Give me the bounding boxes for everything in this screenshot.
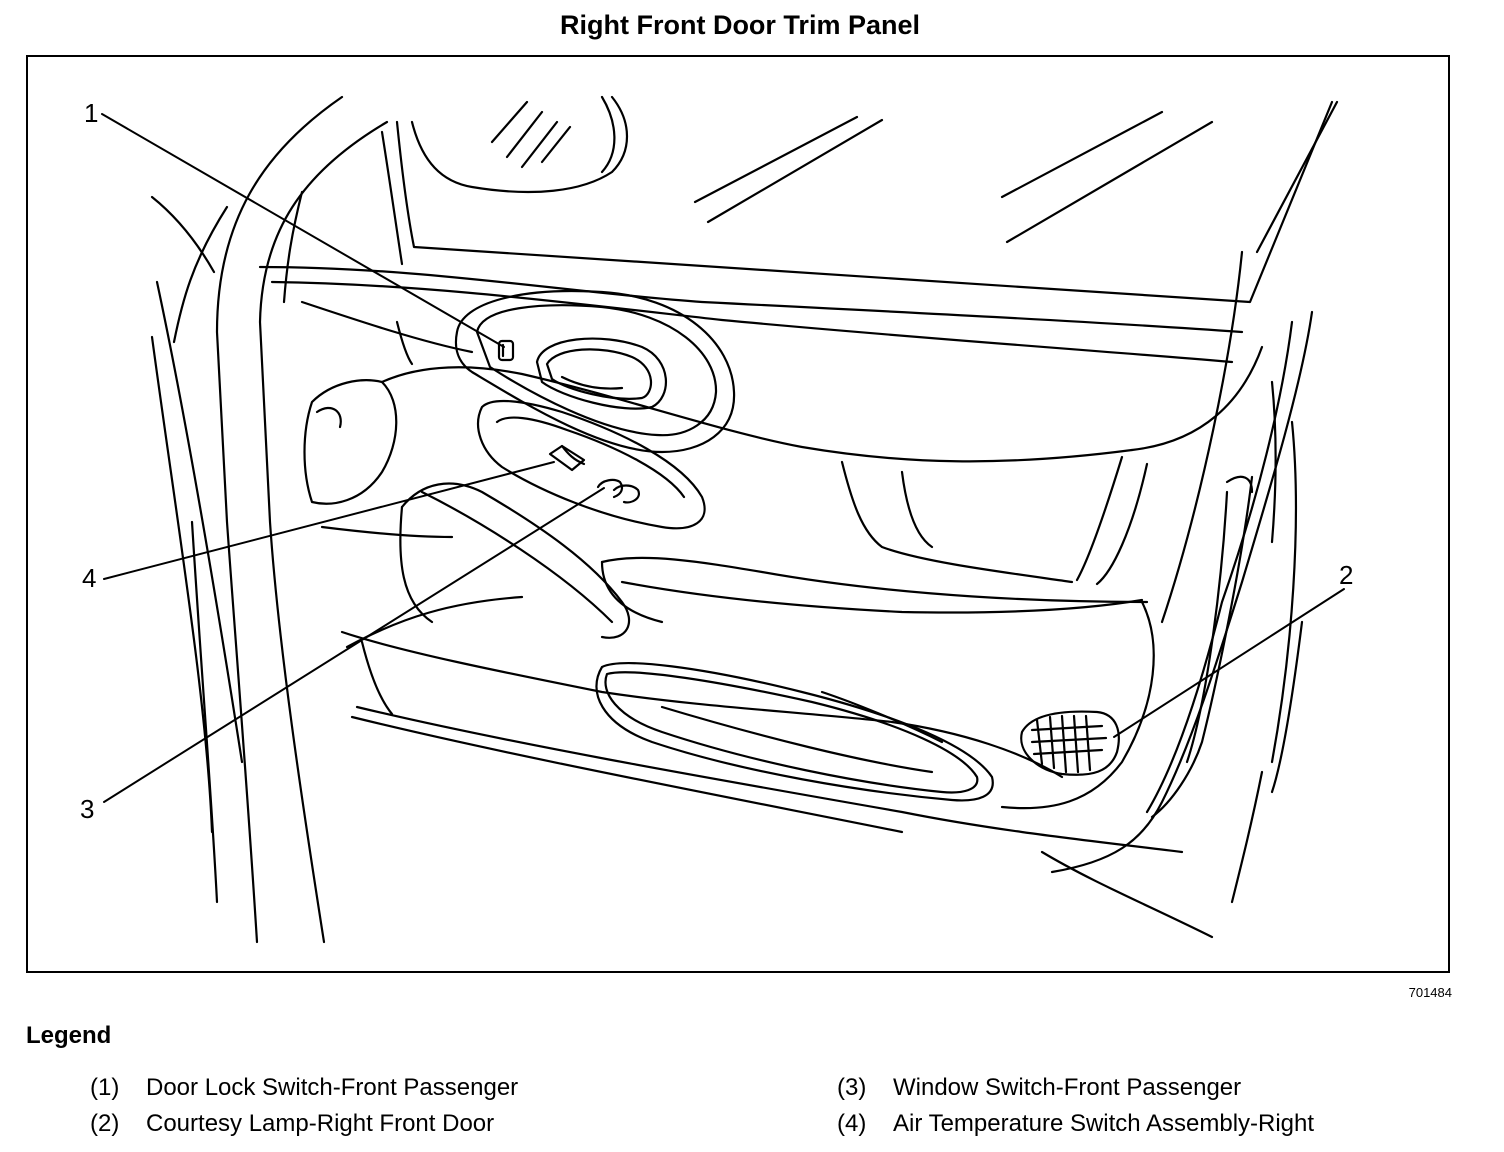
legend-item-4: (4) Air Temperature Switch Assembly-Right <box>837 1110 1314 1138</box>
diagram-title: Right Front Door Trim Panel <box>559 10 920 40</box>
legend-title: Legend <box>26 1022 112 1049</box>
legend-item-number: (1) <box>90 1074 120 1101</box>
callout-2: 2 <box>1339 560 1354 590</box>
callout-4: 4 <box>82 563 97 593</box>
legend-item-3: (3) Window Switch-Front Passenger <box>837 1074 1241 1102</box>
legend-item-number: (3) <box>837 1074 867 1101</box>
legend-item-label: Window Switch-Front Passenger <box>893 1074 1242 1101</box>
legend-item-1: (1) Door Lock Switch-Front Passenger <box>90 1074 518 1102</box>
legend-item-number: (2) <box>90 1110 120 1137</box>
legend-item-label: Door Lock Switch-Front Passenger <box>146 1074 519 1101</box>
door-illustration-frame <box>26 55 1450 973</box>
legend-item-number: (4) <box>837 1110 867 1137</box>
legend-item-label: Air Temperature Switch Assembly-Right <box>893 1110 1315 1137</box>
callout-1: 1 <box>84 98 99 128</box>
legend-item-label: Courtesy Lamp-Right Front Door <box>146 1110 495 1137</box>
legend-item-2: (2) Courtesy Lamp-Right Front Door <box>90 1110 494 1138</box>
figure-id: 701484 <box>1408 985 1452 1000</box>
door-trim-panel-drawing <box>101 95 1345 944</box>
callout-3: 3 <box>80 794 95 824</box>
